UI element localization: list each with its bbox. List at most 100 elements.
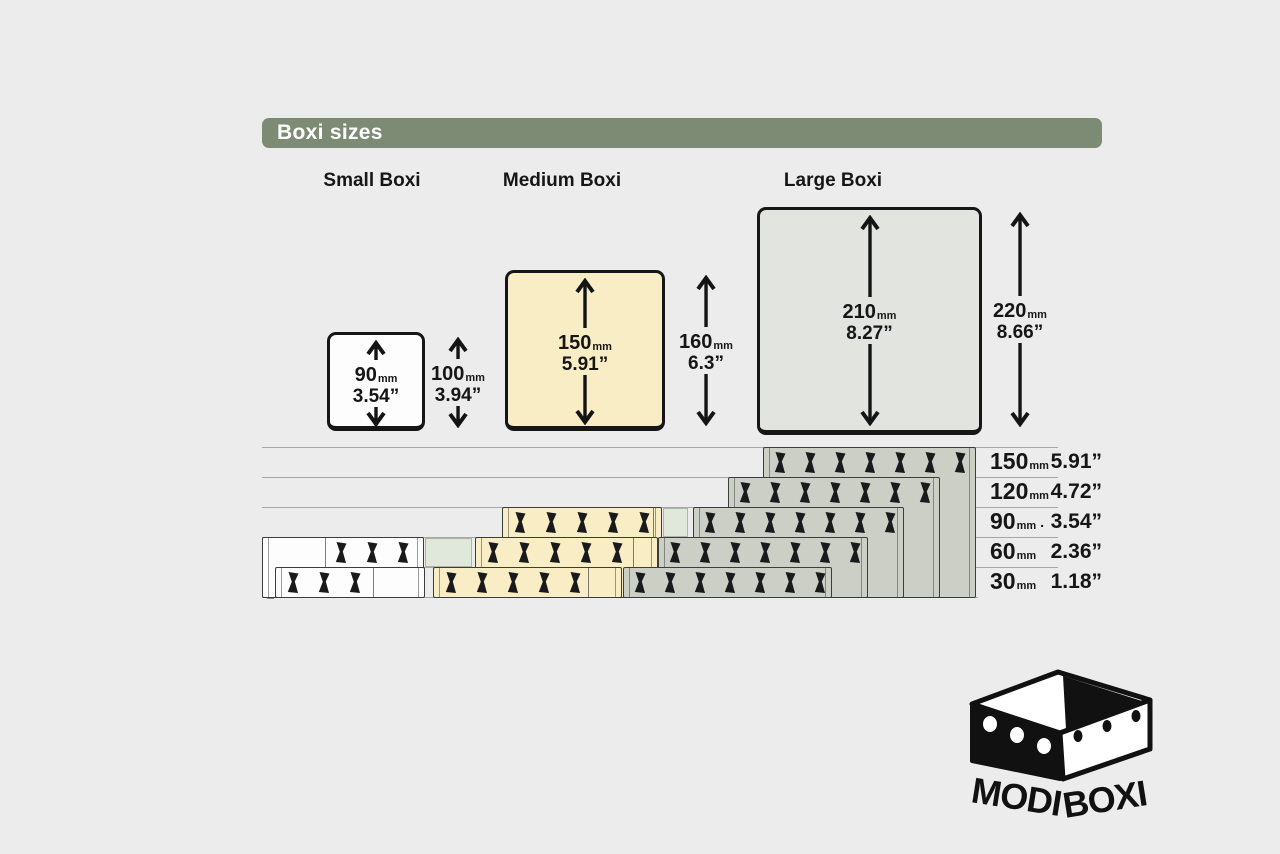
large-outer-dimension-text: 220mm 8.66” xyxy=(993,300,1047,343)
dovetail-connector-icon xyxy=(664,572,676,593)
large-inner-dimension: 210mm 8.27” xyxy=(760,210,979,430)
dovetail-connector-icon xyxy=(507,572,519,593)
logo-hole xyxy=(1073,730,1083,742)
logo-hole xyxy=(1037,738,1051,754)
logo-hole xyxy=(983,716,997,732)
logo-hole xyxy=(1131,710,1141,722)
arrow-down-icon xyxy=(446,406,470,433)
dovetail-connector-icon xyxy=(784,572,796,593)
logo-hole xyxy=(1010,727,1024,743)
dovetail-connector-icon xyxy=(789,542,801,563)
dovetail-connector-icon xyxy=(445,572,457,593)
dovetail-connector-icon xyxy=(724,572,736,593)
arrow-down-icon xyxy=(364,407,388,432)
arrow-down-icon xyxy=(573,375,597,430)
small-inner-dimension: 90mm 3.54” xyxy=(330,335,422,428)
small-outer-dimension-text: 100mm 3.94” xyxy=(431,363,485,406)
arrow-up-icon xyxy=(573,277,597,333)
dovetail-connector-icon xyxy=(859,482,871,503)
large-outer-dimension: 220mm 8.66” xyxy=(993,207,1047,435)
dovetail-connector-icon xyxy=(819,542,831,563)
dovetail-connector-icon xyxy=(569,572,581,593)
dovetail-connector-icon xyxy=(824,512,836,533)
dovetail-connector-icon xyxy=(611,542,623,563)
dovetail-connector-icon xyxy=(924,452,936,473)
arrow-up-icon xyxy=(1008,211,1032,301)
dovetail-connector-icon xyxy=(834,452,846,473)
medium-boxi-outline: 150mm 5.91” xyxy=(505,270,665,431)
dovetail-connector-icon xyxy=(634,572,646,593)
arrow-up-icon xyxy=(364,339,388,365)
dovetail-connector-icon xyxy=(769,482,781,503)
dovetail-connector-icon xyxy=(894,452,906,473)
arrow-up-icon xyxy=(694,274,718,332)
green-spacer-90 xyxy=(663,508,688,537)
large-boxi-outline: 210mm 8.27” xyxy=(757,207,982,435)
dovetail-connector-icon xyxy=(804,452,816,473)
wall-panel-30mm xyxy=(623,567,832,598)
height-guide-line xyxy=(262,447,1058,448)
dovetail-connector-icon xyxy=(854,512,866,533)
dovetail-connector-icon xyxy=(849,542,861,563)
dovetail-connector-icon xyxy=(699,542,711,563)
dovetail-connector-icon xyxy=(518,542,530,563)
dovetail-connector-icon xyxy=(794,512,806,533)
dovetail-connector-icon xyxy=(704,512,716,533)
dovetail-connector-icon xyxy=(335,542,347,563)
dovetail-connector-icon xyxy=(580,542,592,563)
small-boxi-outline: 90mm 3.54” xyxy=(327,332,425,431)
arrow-up-icon xyxy=(446,336,470,364)
dovetail-connector-icon xyxy=(739,482,751,503)
logo-hole xyxy=(1102,720,1112,732)
arrow-down-icon xyxy=(694,374,718,431)
dovetail-connector-icon xyxy=(545,512,557,533)
arrow-up-icon xyxy=(858,214,882,302)
dovetail-connector-icon xyxy=(759,542,771,563)
dovetail-connector-icon xyxy=(919,482,931,503)
dovetail-connector-icon xyxy=(287,572,299,593)
wall-panel-30mm xyxy=(275,567,425,598)
dovetail-connector-icon xyxy=(318,572,330,593)
dovetail-connector-icon xyxy=(366,542,378,563)
dovetail-connector-icon xyxy=(638,512,650,533)
dovetail-connector-icon xyxy=(864,452,876,473)
label-small-boxi: Small Boxi xyxy=(323,170,421,191)
medium-outer-dimension-text: 160mm 6.3” xyxy=(679,331,733,374)
medium-inner-dimension: 150mm 5.91” xyxy=(508,273,662,426)
dovetail-connector-icon xyxy=(884,512,896,533)
arrow-down-icon xyxy=(1008,343,1032,432)
dovetail-connector-icon xyxy=(889,482,901,503)
medium-inner-dimension-text: 150mm 5.91” xyxy=(558,332,612,375)
dovetail-connector-icon xyxy=(476,572,488,593)
dovetail-connector-icon xyxy=(514,512,526,533)
large-inner-dimension-text: 210mm 8.27” xyxy=(842,301,897,344)
dovetail-connector-icon xyxy=(538,572,550,593)
small-outer-dimension: 100mm 3.94” xyxy=(431,332,485,431)
small-inner-dimension-text: 90mm 3.54” xyxy=(352,364,400,407)
dovetail-connector-icon xyxy=(576,512,588,533)
label-large-boxi: Large Boxi xyxy=(783,170,883,191)
height-guide-line xyxy=(262,477,1058,478)
dovetail-connector-icon xyxy=(397,542,409,563)
dovetail-connector-icon xyxy=(774,452,786,473)
dovetail-connector-icon xyxy=(694,572,706,593)
label-medium-boxi: Medium Boxi xyxy=(502,170,622,191)
dovetail-connector-icon xyxy=(764,512,776,533)
dovetail-connector-icon xyxy=(954,452,966,473)
dovetail-connector-icon xyxy=(799,482,811,503)
dovetail-connector-icon xyxy=(549,542,561,563)
dovetail-connector-icon xyxy=(829,482,841,503)
wall-panel-30mm xyxy=(433,567,622,598)
dovetail-connector-icon xyxy=(754,572,766,593)
logo-word-boxi: BOXI xyxy=(1060,772,1149,826)
dovetail-connector-icon xyxy=(487,542,499,563)
modi-boxi-logo: MODI BOXI xyxy=(969,669,1153,826)
dovetail-connector-icon xyxy=(669,542,681,563)
green-spacer-60 xyxy=(425,538,472,567)
